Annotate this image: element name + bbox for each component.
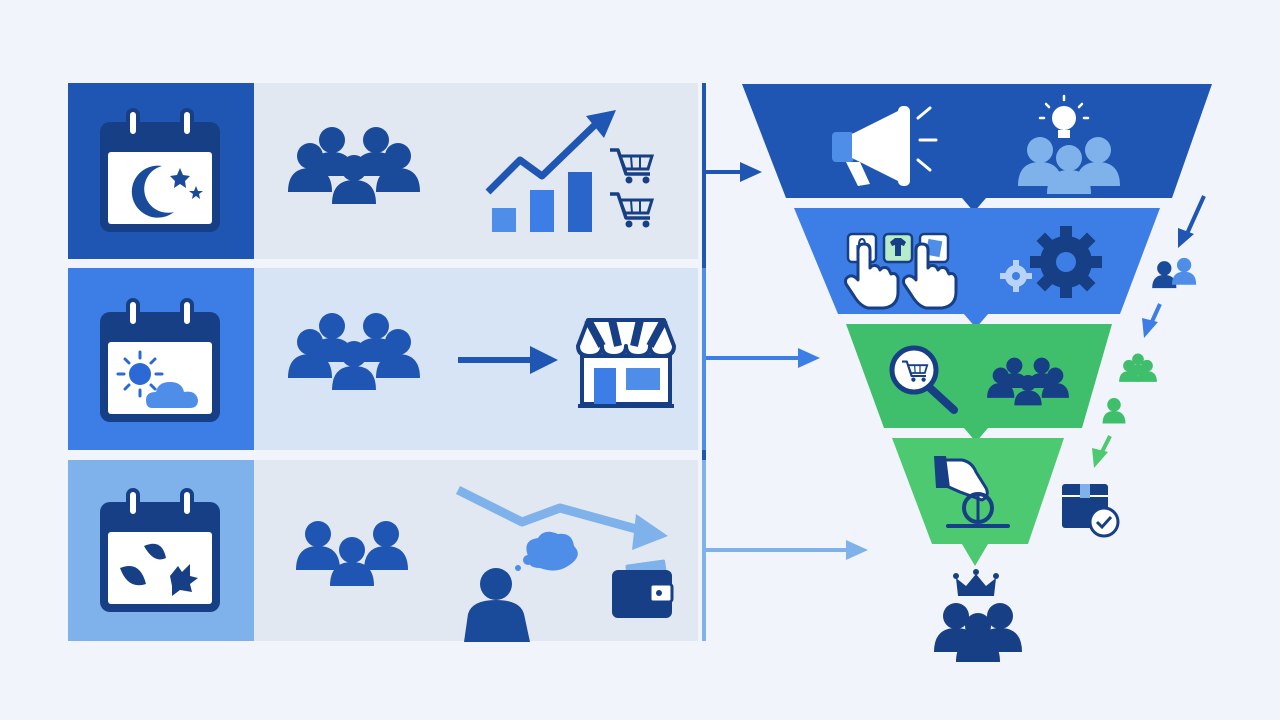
rising-trend-bars-icon [485, 110, 616, 232]
season-row-summer [68, 268, 698, 450]
users-icon [1119, 353, 1157, 382]
season-rows [68, 83, 868, 642]
funnel-stage-awareness [742, 84, 1212, 212]
season-row-autumn [68, 460, 698, 642]
wallet-icon [612, 559, 674, 618]
funnel-stage-consideration [846, 324, 1112, 442]
storefront-icon [576, 318, 676, 408]
funnel-stage-purchase [892, 438, 1064, 566]
row-winter-arrow [706, 162, 762, 182]
users-icon [1152, 257, 1197, 289]
side-flow [1062, 195, 1206, 538]
calendar-moon-stars-icon [98, 108, 222, 234]
loyal-customers-icon [934, 603, 1022, 662]
crown-icon [953, 569, 999, 596]
lightbulb-audience-icon [1018, 94, 1120, 194]
season-row-winter [68, 83, 698, 259]
funnel-outcome [934, 569, 1022, 662]
row-autumn-arrow [706, 540, 868, 560]
side-flow-arrow [1092, 435, 1112, 468]
gears-icon [1000, 226, 1102, 298]
calendar-sun-cloud-icon [98, 298, 222, 424]
user-icon [1102, 397, 1126, 424]
side-flow-arrow [1142, 303, 1162, 338]
marketing-funnel [742, 84, 1212, 662]
box-check-icon [1062, 484, 1120, 538]
hand-coin-icon [934, 456, 1010, 528]
row-summer-arrow [706, 348, 820, 368]
thinking-person-icon [464, 531, 578, 642]
arrow-right-icon [458, 346, 558, 374]
calendar-leaves-icon [98, 488, 222, 614]
side-flow-arrow [1178, 195, 1206, 248]
falling-trend-icon [455, 485, 668, 550]
megaphone-icon [832, 106, 938, 186]
funnel-stage-interest [794, 208, 1160, 328]
product-cards-tap-icon [844, 232, 958, 310]
cart-search-icon [889, 345, 958, 414]
